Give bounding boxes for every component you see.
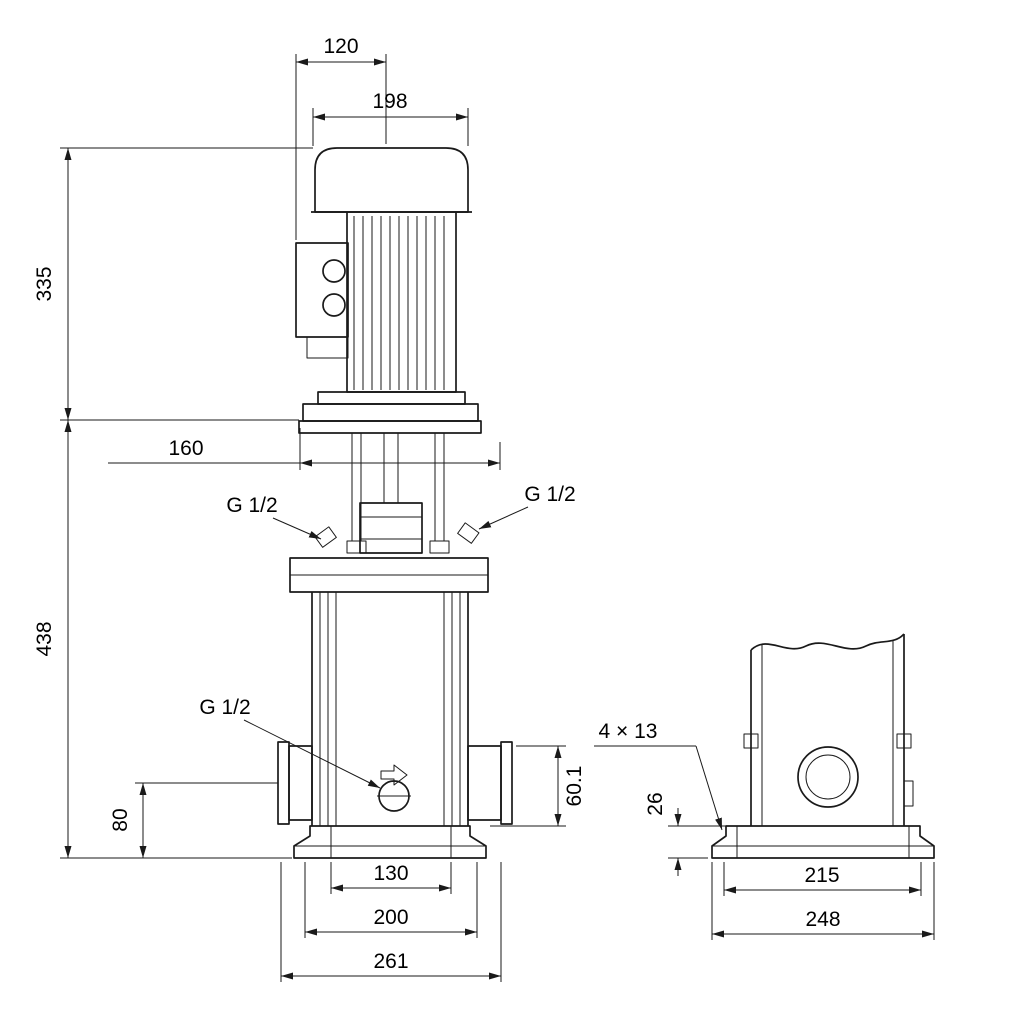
terminal-box (295, 242, 349, 359)
dim-label-130: 130 (373, 862, 408, 885)
dim-label-120: 120 (323, 35, 358, 58)
base-holes-label: 4 × 13 (599, 720, 658, 743)
dim-label-26: 26 (644, 792, 667, 815)
dim-motor-height: 335 (33, 147, 313, 421)
gas-thread-left-label: G 1/2 (226, 494, 277, 517)
dim-base-height: 26 (644, 792, 748, 876)
break-line (750, 633, 905, 651)
dim-label-438: 438 (33, 621, 56, 656)
vent-plug-left (314, 526, 337, 548)
side-view: 4 × 13 26 215 248 (594, 633, 935, 940)
dim-label-261: 261 (373, 950, 408, 973)
outlet-port (467, 741, 513, 825)
label-gas-thread-right: G 1/2 (478, 483, 576, 530)
gas-thread-right-label: G 1/2 (524, 483, 575, 506)
label-gas-thread-drain: G 1/2 (199, 696, 381, 789)
motor (295, 147, 482, 434)
pump-head (289, 557, 489, 593)
pump-sleeve (311, 592, 469, 826)
label-base-holes: 4 × 13 (594, 720, 723, 831)
dim-motor-width: 198 (312, 90, 469, 146)
dim-label-198: 198 (372, 90, 407, 113)
inlet-port (277, 741, 313, 825)
dim-label-335: 335 (33, 266, 56, 301)
motor-fan-cover (311, 147, 472, 213)
label-gas-thread-left: G 1/2 (226, 494, 322, 540)
dim-overall-base-width: 261 (280, 862, 502, 982)
dim-label-248: 248 (805, 908, 840, 931)
dim-label-160: 160 (168, 437, 203, 460)
dim-port-offset: 60.1 (490, 745, 586, 827)
motor-fins (346, 212, 457, 393)
motor-flange (298, 391, 482, 434)
dim-pump-height: 438 (33, 420, 292, 859)
side-port-outer (797, 746, 859, 808)
dim-bolt-spacing-front: 200 (304, 862, 478, 938)
drain-port (377, 764, 411, 812)
front-view: 120 198 335 160 438 G 1/2 (33, 35, 586, 982)
dim-flange-width: 160 (108, 428, 501, 470)
dim-label-80: 80 (109, 808, 132, 831)
gas-thread-drain-label: G 1/2 (199, 696, 250, 719)
dim-port-center-height: 80 (109, 782, 278, 858)
flow-arrow-icon (380, 764, 408, 786)
pump-base-side (711, 825, 935, 859)
nameplate (903, 780, 914, 807)
dim-label-215: 215 (804, 864, 839, 887)
pump-base-front (293, 825, 487, 859)
dim-label-60-1: 60.1 (563, 766, 586, 807)
dim-base-inner-width: 130 (330, 862, 452, 894)
dim-base-width-side: 248 (711, 862, 935, 940)
dim-bolt-spacing-side: 215 (723, 862, 922, 896)
coupling-section (314, 433, 480, 554)
dim-label-200: 200 (373, 906, 408, 929)
dim-top-width: 120 (295, 35, 387, 240)
pump-body-side (743, 633, 914, 826)
vent-plug-right (457, 522, 480, 544)
side-port-inner (805, 754, 851, 800)
